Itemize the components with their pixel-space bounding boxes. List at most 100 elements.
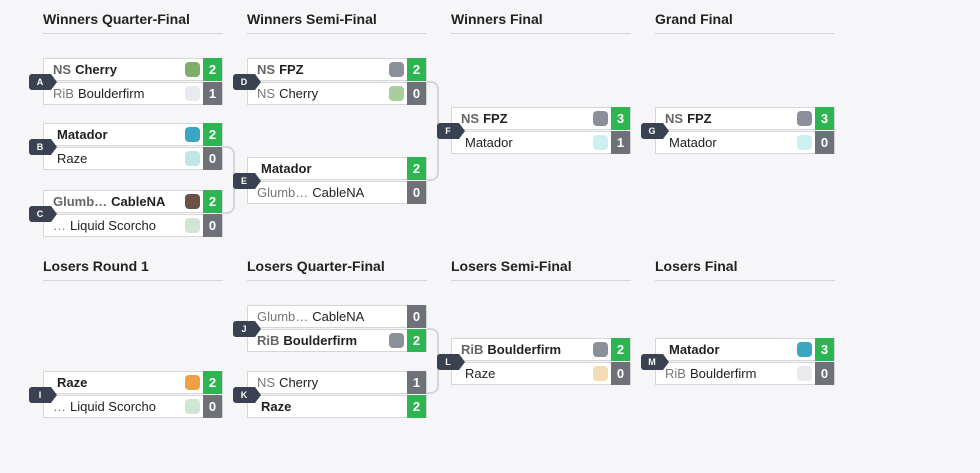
team-label: Boulderfirm	[283, 333, 358, 348]
team-score: 0	[203, 147, 222, 170]
team-score: 2	[203, 371, 222, 394]
team-prefix: RiB	[461, 342, 484, 357]
team-label: Raze	[465, 366, 496, 381]
team-score: 3	[815, 338, 834, 361]
team-score: 0	[407, 305, 426, 328]
team-score: 0	[815, 362, 834, 385]
team-name: Matador	[665, 339, 720, 360]
column-title-winners-semi-final: Winners Semi-Final	[247, 9, 427, 34]
team-logo-icon	[389, 333, 404, 348]
team-name: …Liquid Scorcho	[53, 215, 156, 236]
team-score: 2	[407, 58, 426, 81]
match-tag-l: L	[437, 354, 465, 370]
team-logo-icon	[185, 375, 200, 390]
team-label: Cherry	[279, 86, 319, 101]
team-prefix: RiB	[665, 366, 686, 381]
team-name: Glumb…CableNA	[257, 306, 364, 327]
team-row[interactable]: Matador 3	[655, 338, 835, 361]
team-score: 0	[203, 214, 222, 237]
team-prefix: NS	[257, 375, 276, 390]
team-logo-icon	[593, 135, 608, 150]
team-name: Raze	[53, 148, 87, 169]
team-prefix: NS	[53, 62, 72, 77]
match-tag-i: I	[29, 387, 57, 403]
team-logo-icon	[797, 111, 812, 126]
team-logo-icon	[185, 127, 200, 142]
team-score: 2	[407, 395, 426, 418]
team-logo-icon	[389, 86, 404, 101]
team-logo-icon	[185, 151, 200, 166]
team-label: Cherry	[279, 375, 319, 390]
team-score: 2	[407, 329, 426, 352]
team-label: FPZ	[483, 111, 508, 126]
team-name: Raze	[257, 396, 291, 417]
team-name: Glumb…CableNA	[257, 182, 364, 203]
match-tag-b: B	[29, 139, 57, 155]
team-label: Matador	[465, 135, 513, 150]
team-label: Matador	[261, 161, 312, 176]
team-label: Liquid Scorcho	[70, 399, 156, 414]
team-row[interactable]: …Liquid Scorcho 0	[43, 214, 223, 237]
team-prefix: RiB	[257, 333, 280, 348]
team-label: Raze	[57, 375, 88, 390]
column-title-losers-final: Losers Final	[655, 256, 835, 281]
team-label: Matador	[669, 135, 717, 150]
team-logo-icon	[593, 366, 608, 381]
team-name: Matador	[665, 132, 717, 153]
team-label: Boulderfirm	[689, 366, 757, 381]
team-row[interactable]: Raze 0	[43, 147, 223, 170]
team-logo-icon	[593, 342, 608, 357]
column-title-grand-final: Grand Final	[655, 9, 835, 34]
column-title-losers-quarter-final: Losers Quarter-Final	[247, 256, 427, 281]
team-label: Matador	[669, 342, 720, 357]
team-row[interactable]: Glumb…CableNA 0	[247, 305, 427, 328]
team-score: 2	[611, 338, 630, 361]
match-tag-a: A	[29, 74, 57, 90]
team-score: 3	[611, 107, 630, 130]
team-logo-icon	[185, 399, 200, 414]
team-name: Matador	[257, 158, 312, 179]
team-row[interactable]: Raze 2	[247, 395, 427, 418]
match-tag-e: E	[233, 173, 261, 189]
team-score: 0	[203, 395, 222, 418]
team-row[interactable]: Raze 2	[43, 371, 223, 394]
team-label: Raze	[57, 151, 88, 166]
team-label: Cherry	[75, 62, 117, 77]
